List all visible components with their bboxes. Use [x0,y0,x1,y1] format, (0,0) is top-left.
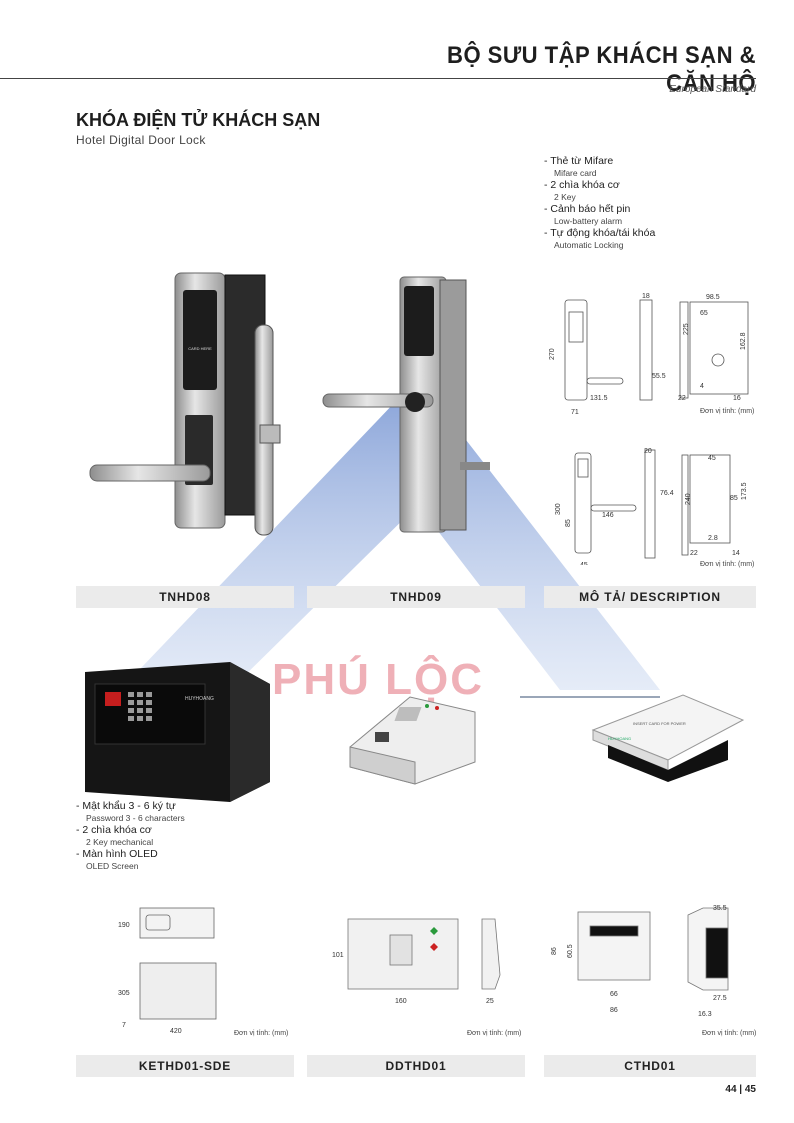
tnhd09-label: TNHD09 [307,586,525,608]
lock-card-text: CARD HERE [188,346,212,351]
switch-brand-text: HUYHOANG [608,736,631,741]
tnhd08-product-image: CARD HERE [89,272,281,536]
svg-text:85: 85 [730,495,738,502]
svg-text:66: 66 [610,991,618,998]
svg-text:101: 101 [332,952,344,959]
svg-text:270: 270 [549,348,556,360]
lock1-technical-drawing: 270 71 131.5 18 55.5 98.5 65 225 162.8 4… [549,293,749,416]
svg-text:16.3: 16.3 [698,1011,712,1018]
unit-note: Đơn vị tính: (mm) [700,408,755,415]
unit-note: Đơn vị tính: (mm) [467,1030,522,1037]
svg-text:27.5: 27.5 [713,995,727,1002]
svg-text:20: 20 [644,448,652,455]
svg-text:160: 160 [395,998,407,1005]
svg-text:7: 7 [122,1022,126,1029]
watermark-text: PHÚ LỘC [272,655,484,704]
header-divider [0,78,756,79]
unit-note: Đơn vị tính: (mm) [700,561,755,568]
svg-text:190: 190 [118,922,130,929]
svg-text:305: 305 [118,990,130,997]
cthd01-product-image: INSERT CARD FOR POWER HUYHOANG [591,694,745,782]
tnhd09-product-image [322,276,490,533]
svg-text:86: 86 [551,947,558,955]
svg-text:25: 25 [486,998,494,1005]
description-label: MÔ TẢ/ DESCRIPTION [544,586,756,608]
svg-text:22: 22 [690,550,698,557]
svg-text:22: 22 [678,395,686,402]
svg-text:300: 300 [555,503,562,515]
svg-text:173.5: 173.5 [741,482,748,500]
section-subtitle: Hotel Digital Door Lock [76,133,206,147]
kethd01-technical-drawing: 190 305 7 420 [118,907,217,1035]
page-header-subtitle: European Standard [669,84,756,95]
safe-brand-text: HUYHOANG [185,696,214,702]
svg-text:131.5: 131.5 [590,395,608,402]
tnhd08-label: TNHD08 [76,586,294,608]
lock2-technical-drawing: 300 85 146 45 20 76.4 45 240 85 173.5 2.… [555,448,748,565]
ddthd01-label: DDTHD01 [307,1055,525,1077]
svg-text:45: 45 [708,455,716,462]
svg-text:162.8: 162.8 [740,332,747,350]
unit-note: Đơn vị tính: (mm) [234,1030,289,1037]
unit-note: Đơn vị tính: (mm) [702,1030,757,1037]
svg-text:146: 146 [602,512,614,519]
svg-text:86: 86 [610,1007,618,1014]
svg-text:240: 240 [685,493,692,505]
cthd01-label: CTHD01 [544,1055,756,1077]
svg-text:35.5: 35.5 [713,905,727,912]
svg-text:4: 4 [700,383,704,390]
ddthd01-product-image [349,696,476,785]
switch-card-text: INSERT CARD FOR POWER [633,721,686,726]
svg-text:16: 16 [733,395,741,402]
svg-text:45: 45 [580,562,588,565]
svg-text:2.8: 2.8 [708,535,718,542]
svg-text:98.5: 98.5 [706,294,720,301]
svg-text:85: 85 [565,519,572,527]
svg-text:18: 18 [642,293,650,300]
svg-text:55.5: 55.5 [652,373,666,380]
svg-text:65: 65 [700,310,708,317]
svg-text:71: 71 [571,409,579,416]
cthd01-technical-drawing: 86 60.5 66 86 35.5 27.5 16.3 [551,905,729,1018]
page-header-title: BỘ SƯU TẬP KHÁCH SẠN & CĂN HỘ [447,42,756,97]
page-number: 44 | 45 [725,1084,756,1095]
svg-text:225: 225 [683,323,690,335]
svg-text:60.5: 60.5 [567,944,574,958]
ddthd01-technical-drawing: 101 160 25 [332,918,501,1005]
svg-text:76.4: 76.4 [660,490,674,497]
svg-text:14: 14 [732,550,740,557]
kethd01-label: KETHD01-SDE [76,1055,294,1077]
svg-text:420: 420 [170,1028,182,1035]
section-title: KHÓA ĐIỆN TỬ KHÁCH SẠN [76,110,321,130]
kethd01-product-image: HUYHOANG [85,662,270,802]
